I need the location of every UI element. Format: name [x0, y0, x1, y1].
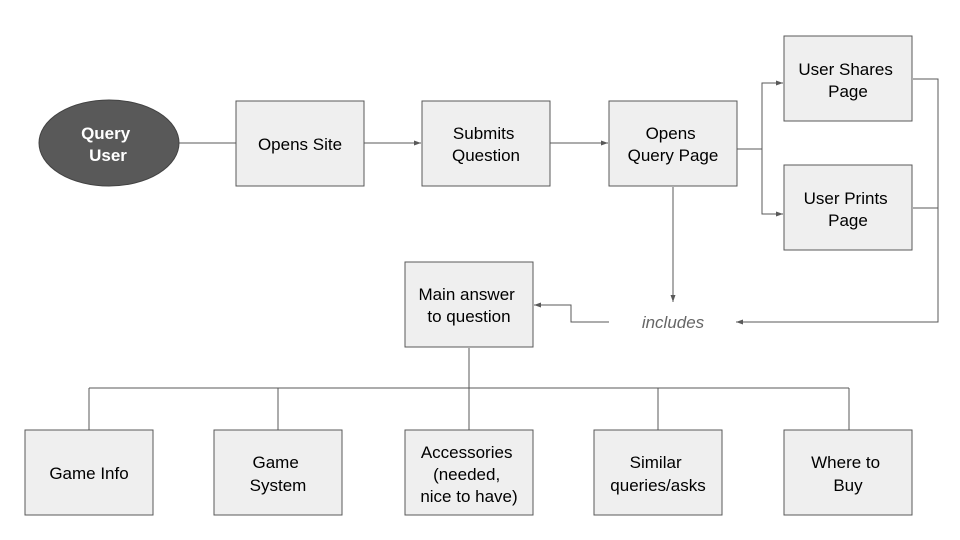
svg-text:Opens Site: Opens Site	[258, 135, 342, 154]
svg-text:Main answer to question: Main answer to question	[418, 285, 519, 326]
where-to-buy-line-1: Where to	[811, 453, 880, 472]
node-user-shares-page: User Shares Page	[783, 35, 913, 122]
user-prints-page-line-2: Page	[828, 211, 868, 230]
opens-site-line-1: Opens Site	[258, 135, 342, 154]
svg-text:Accessories (needed,: Accessories (needed, nice to have)	[420, 443, 517, 506]
svg-text:includes: includes	[642, 313, 705, 332]
user-prints-page-line-1: User Prints	[804, 189, 888, 208]
user-shares-page-line-1: User Shares	[798, 60, 892, 79]
game-system-line-1: Game	[252, 453, 298, 472]
where-to-buy-line-2: Buy	[833, 476, 863, 495]
node-game-system: Game System	[213, 429, 343, 516]
svg-text:Game System: Game System	[250, 453, 307, 495]
includes-label: includes	[642, 313, 705, 332]
query-user-line-2: User	[89, 146, 127, 165]
accessories-line-3: nice to have)	[420, 487, 517, 506]
svg-text:Query User: Query User	[81, 124, 135, 165]
submits-question-line-2: Question	[452, 146, 520, 165]
svg-text:Opens Query Page: Opens Query Page	[628, 124, 719, 165]
node-submits-question: Submits Question	[421, 100, 551, 187]
query-user-line-1: Query	[81, 124, 131, 143]
svg-text:Submits Question: Submits Question	[452, 124, 520, 165]
main-answer-line-1: Main answer	[418, 285, 515, 304]
connector-answer-tree	[88, 348, 850, 430]
node-main-answer: Main answer to question	[404, 261, 534, 348]
connector-shares-prints-to-includes	[736, 78, 939, 325]
svg-text:Game Info: Game Info	[49, 464, 128, 483]
svg-text:Similar queries/asks: Similar queries/asks	[610, 453, 705, 495]
node-accessories: Accessories (needed, nice to have)	[404, 429, 534, 516]
node-similar-queries: Similar queries/asks	[593, 429, 723, 516]
accessories-line-1: Accessories	[421, 443, 513, 462]
opens-query-page-line-1: Opens	[646, 124, 696, 143]
connector-query-page-to-shares	[737, 80, 783, 150]
submits-question-line-1: Submits	[453, 124, 514, 143]
node-game-info: Game Info	[24, 429, 154, 516]
similar-queries-line-2: queries/asks	[610, 476, 705, 495]
main-answer-line-2: to question	[427, 307, 510, 326]
node-includes: includes	[642, 313, 705, 332]
svg-text:User Prints Page: User Prints Page	[804, 189, 893, 230]
node-user-prints-page: User Prints Page	[783, 164, 913, 251]
accessories-line-2: (needed,	[433, 465, 500, 484]
similar-queries-line-1: Similar	[630, 453, 682, 472]
game-info-line-1: Game Info	[49, 464, 128, 483]
user-shares-page-line-2: Page	[828, 82, 868, 101]
connector-includes-to-main-answer	[534, 302, 609, 323]
node-opens-query-page: Opens Query Page	[608, 100, 738, 187]
game-system-line-2: System	[250, 476, 307, 495]
svg-text:Where to Buy: Where to Buy	[811, 453, 885, 495]
node-where-to-buy: Where to Buy	[783, 429, 913, 516]
opens-query-page-line-2: Query Page	[628, 146, 719, 165]
node-opens-site: Opens Site	[235, 100, 365, 187]
node-query-user: Query User	[38, 99, 180, 187]
connectors	[88, 78, 939, 430]
svg-text:User Shares Page: User Shares Page	[798, 60, 897, 101]
connector-query-page-to-prints	[761, 149, 783, 217]
